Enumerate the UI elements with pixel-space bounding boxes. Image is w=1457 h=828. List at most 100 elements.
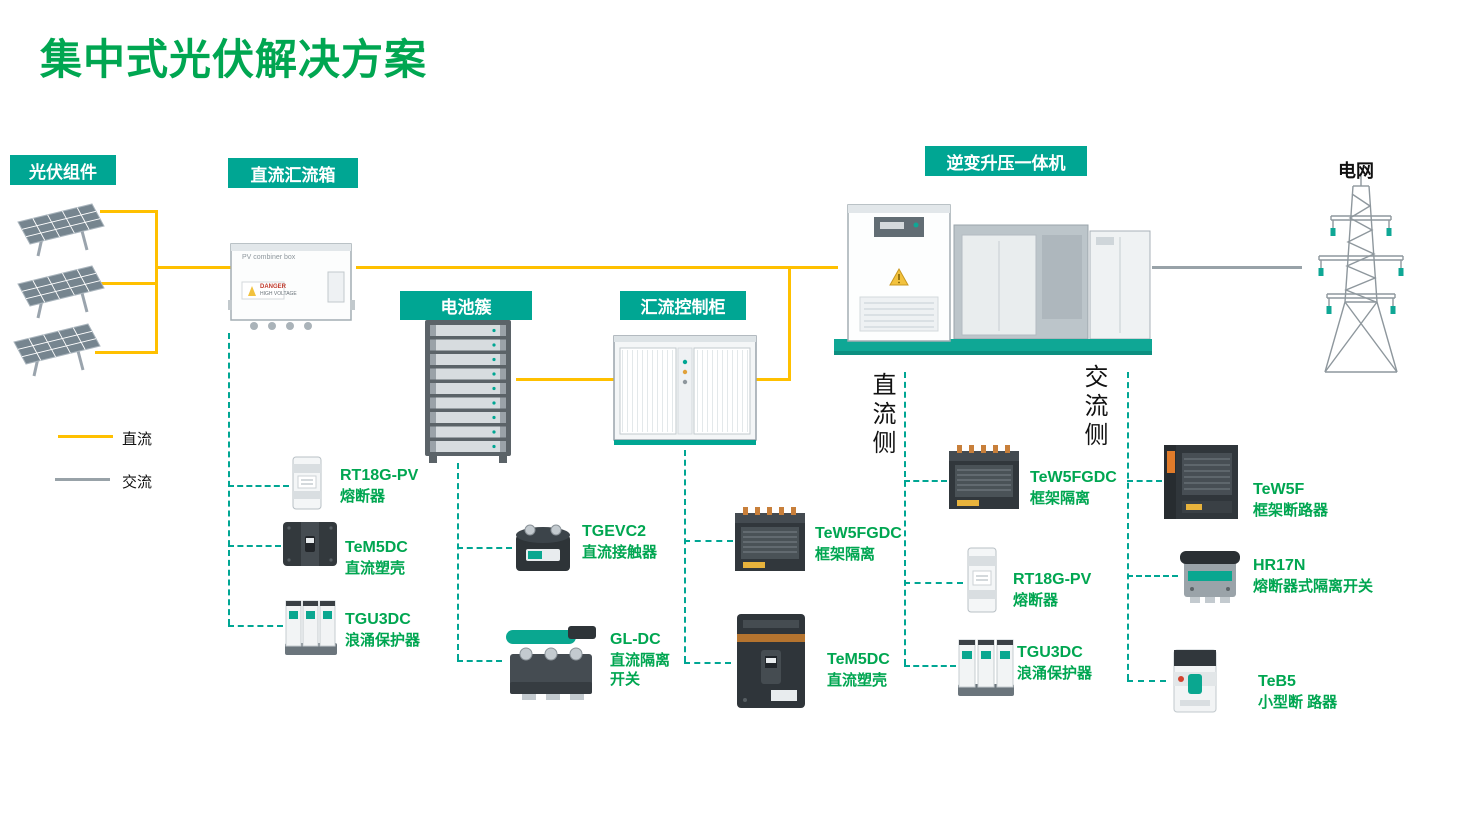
product-label: TeW5FGDC 框架隔离 — [1030, 468, 1117, 508]
product-label: TGU3DC 浪涌保护器 — [345, 610, 420, 650]
dc-contactor-icon — [512, 517, 574, 580]
product-label: RT18G-PV 熔断器 — [1013, 570, 1091, 610]
product-desc: 熔断器 — [340, 487, 386, 505]
combiner-box-illustration: PV combiner box DANGER HIGH VOLTAGE — [228, 238, 358, 333]
surge-protector-icon — [956, 636, 1016, 703]
stage-label-pv-modules: 光伏组件 — [10, 155, 116, 185]
product-label: TeB5 小型断 路器 — [1258, 672, 1337, 712]
fuse-switch-icon — [1178, 543, 1242, 610]
combiner-box-warning-line2: HIGH VOLTAGE — [260, 291, 297, 297]
dashed-line-cabinet-branch2 — [684, 662, 731, 664]
product-desc: 熔断器式隔离开关 — [1253, 577, 1374, 595]
dc-side-label: 直流侧 — [868, 372, 895, 459]
dashed-line-battery-branch1 — [457, 547, 512, 549]
combiner-box-icon — [228, 243, 355, 330]
dc-bus-vertical — [155, 210, 158, 354]
product-model: RT18G-PV — [1013, 571, 1092, 588]
dashed-line-cabinet-branch1 — [684, 540, 733, 542]
dashed-line-dc-side-branch2 — [904, 582, 963, 584]
dashed-line-dc-side-branch1 — [904, 480, 947, 482]
transmission-tower-icon — [1318, 174, 1404, 373]
stage-label-combiner-control-cabinet: 汇流控制柜 — [620, 291, 746, 320]
fuse-holder-icon — [289, 455, 325, 516]
dashed-line-combiner-branch2 — [228, 545, 281, 547]
dc-line-panel2-to-bus — [100, 282, 157, 285]
product-model: TeM5DC — [827, 651, 890, 668]
dc-isolation-switch-icon — [502, 616, 600, 707]
product-label: TeW5FGDC 框架隔离 — [815, 524, 902, 564]
ac-side-label: 交流侧 — [1080, 364, 1107, 451]
page-title: 集中式光伏解决方案 — [40, 36, 428, 83]
control-cabinet-icon — [613, 335, 757, 445]
product-desc: 直流隔离 开关 — [610, 651, 671, 689]
dc-line-panel1-to-bus — [100, 210, 157, 213]
dashed-line-ac-side-branch1 — [1127, 480, 1162, 482]
solar-panel-icon — [8, 318, 103, 385]
product-model: RT18G-PV — [340, 467, 419, 484]
product-desc: 直流塑壳 — [827, 671, 888, 689]
product-model: TGU3DC — [345, 611, 411, 628]
product-label: TeW5F 框架断路器 — [1253, 480, 1328, 520]
legend-dc-label: 直流 — [122, 431, 153, 448]
legend-ac-label: 交流 — [122, 474, 153, 491]
product-label: RT18G-PV 熔断器 — [340, 466, 418, 506]
stage-label-grid: 电网 — [1338, 161, 1374, 181]
product-desc: 浪涌保护器 — [345, 631, 421, 649]
molded-case-breaker-icon — [281, 518, 339, 575]
control-cabinet-illustration — [612, 332, 758, 455]
product-desc: 直流塑壳 — [345, 559, 406, 577]
legend-ac-line-sample — [55, 478, 110, 481]
dashed-line-combiner-vertical — [228, 333, 230, 625]
dashed-line-dc-side-branch3 — [904, 665, 956, 667]
dc-line-panel3-to-bus — [95, 351, 157, 354]
dashed-line-ac-side-vertical — [1127, 372, 1129, 680]
air-circuit-breaker-icon — [1162, 437, 1240, 530]
fuse-holder-icon — [963, 546, 1001, 619]
combiner-box-warning-line1: DANGER — [260, 284, 287, 290]
dc-line-riser — [788, 268, 791, 380]
dc-line-bus-to-combiner — [155, 266, 232, 269]
product-model: TeM5DC — [345, 539, 408, 556]
stage-label-battery-cluster: 电池簇 — [400, 291, 532, 320]
inverter-station-illustration — [828, 193, 1158, 370]
dashed-line-combiner-branch1 — [228, 485, 289, 487]
product-desc: 直流接触器 — [582, 543, 658, 561]
product-model: TGEVC2 — [582, 523, 647, 540]
grid-tower-illustration — [1295, 172, 1430, 382]
dc-line-combiner-to-inverter — [356, 266, 838, 269]
molded-case-breaker-icon — [731, 610, 811, 717]
dashed-line-battery-branch2 — [457, 660, 502, 662]
stage-label-dc-combiner-box: 直流汇流箱 — [228, 158, 358, 188]
product-model: TGU3DC — [1017, 644, 1083, 661]
dashed-line-combiner-branch3 — [228, 625, 283, 627]
product-desc: 熔断器 — [1013, 591, 1059, 609]
combiner-box-caption: PV combiner box — [242, 254, 296, 261]
surge-protector-icon — [283, 597, 339, 662]
product-desc: 框架隔离 — [815, 545, 876, 563]
product-desc: 小型断 路器 — [1258, 693, 1338, 711]
air-circuit-breaker-icon — [733, 505, 807, 580]
dashed-line-cabinet-vertical — [684, 450, 686, 662]
ac-line-inverter-to-grid — [1152, 266, 1302, 269]
product-model: HR17N — [1253, 557, 1306, 574]
product-model: TeW5F — [1253, 481, 1305, 498]
product-label: HR17N 熔断器式隔离开关 — [1253, 556, 1373, 596]
product-model: GL-DC — [610, 631, 661, 648]
product-label: TeM5DC 直流塑壳 — [827, 650, 890, 690]
product-desc: 框架隔离 — [1030, 489, 1091, 507]
dashed-line-ac-side-branch3 — [1127, 680, 1166, 682]
inverter-station-icon — [834, 204, 1152, 355]
product-desc: 浪涌保护器 — [1017, 664, 1093, 682]
stage-label-inverter-booster: 逆变升压一体机 — [925, 146, 1087, 176]
battery-rack-icon — [425, 320, 511, 463]
product-model: TeW5FGDC — [815, 525, 902, 542]
product-label: GL-DC 直流隔离 开关 — [610, 630, 670, 690]
dashed-line-dc-side-vertical — [904, 372, 906, 665]
solar-panel-icon — [12, 260, 107, 327]
miniature-breaker-icon — [1166, 646, 1224, 721]
air-circuit-breaker-icon — [947, 443, 1021, 518]
product-label: TGU3DC 浪涌保护器 — [1017, 643, 1092, 683]
solar-panel-icon — [12, 198, 107, 265]
battery-cluster-illustration — [423, 318, 513, 469]
